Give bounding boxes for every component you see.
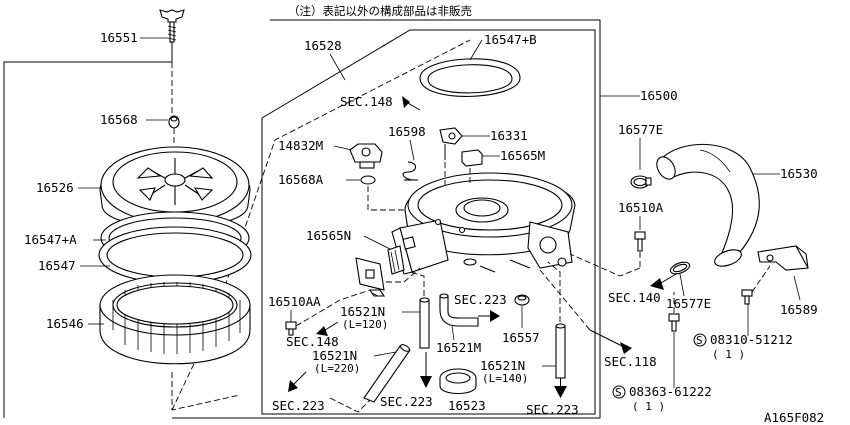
gasket-16547b: [419, 58, 521, 97]
washer-16568a: [360, 175, 376, 185]
bolt1-mark-icon: [693, 333, 707, 347]
label-16565n: 16565N: [306, 228, 351, 243]
hose-clamp-16577e-bot: [669, 261, 691, 275]
label-16526: 16526: [36, 180, 74, 195]
label-16568: 16568: [100, 112, 138, 127]
hose-16521n-140: [554, 323, 567, 398]
label-16557: 16557: [502, 330, 540, 345]
valve-16331: [439, 127, 463, 160]
label-16521n-140: 16521N: [480, 358, 525, 373]
sec-140: SEC.140: [608, 290, 661, 305]
label-16568a: 16568A: [278, 172, 324, 187]
label-16530: 16530: [780, 166, 818, 181]
diagram-frames: [3, 19, 601, 419]
bolt2-part-number: 08363-61222: [629, 384, 712, 399]
bolt2-qty: ( 1 ): [632, 400, 665, 413]
sec-223-left: SEC.223: [272, 398, 325, 413]
bracket-16589: [757, 245, 809, 271]
label-16528: 16528: [304, 38, 342, 53]
label-16523: 16523: [448, 398, 486, 413]
intake-hose-16530: [656, 143, 760, 267]
sec-148-bottom: SEC.148: [286, 334, 339, 349]
hose-clamp-16577e-top: [630, 175, 652, 189]
sec-118: SEC.118: [604, 354, 657, 369]
label-16331: 16331: [490, 128, 528, 143]
bracket-left: [355, 257, 386, 297]
sec-223-right: SEC.223: [526, 402, 579, 417]
length-16521n-220: (L=220): [314, 362, 360, 375]
label-16577e-bot: 16577E: [666, 296, 711, 311]
sensor-14832m: [349, 143, 383, 169]
arrow-down-center: [420, 352, 432, 388]
bolt2-mark-icon: [612, 385, 626, 399]
bolt1-part-number: 08310-51212: [710, 332, 793, 347]
wing-bolt-16551: [159, 9, 185, 115]
bolt1-qty: ( 1 ): [712, 348, 745, 361]
sec-223-center: SEC.223: [380, 394, 433, 409]
label-16500: 16500: [640, 88, 678, 103]
hose-16521n-120: [419, 297, 430, 349]
hose-16521n-220: [363, 344, 411, 403]
label-16510a: 16510A: [618, 200, 664, 215]
label-16565m: 16565M: [500, 148, 545, 163]
length-16521n-120: (L=120): [342, 318, 388, 331]
label-16546: 16546: [46, 316, 84, 331]
label-16547: 16547: [38, 258, 76, 273]
air-cleaner-cover-16526: [99, 146, 251, 228]
label-16521n-120: 16521N: [340, 304, 385, 319]
bolt1-mark: S: [696, 334, 703, 347]
spring-clip-16598: [402, 161, 418, 181]
seal-ring-16523: [439, 368, 477, 395]
label-16521n-220: 16521N: [312, 348, 357, 363]
sec-148-top: SEC.148: [340, 94, 393, 109]
label-16547a: 16547+A: [24, 232, 77, 247]
sec-223-mid: SEC.223: [454, 292, 507, 307]
air-cleaner-body-16500: [391, 172, 576, 275]
filter-element-16546: [99, 274, 251, 365]
label-14832m: 14832M: [278, 138, 323, 153]
filter-pad-16565n: [387, 245, 405, 275]
grommet-16568: [168, 115, 180, 145]
diagram-code: A165F082: [764, 410, 824, 425]
block-16565m: [461, 149, 483, 167]
bolt-08310-51212: [741, 265, 771, 305]
length-16521n-140: (L=140): [482, 372, 528, 385]
header-note: （注）表記以外の構成部品は非販売: [288, 4, 472, 18]
label-16577e-top: 16577E: [618, 122, 663, 137]
label-16589: 16589: [780, 302, 818, 317]
bolt-08363-61222: [668, 292, 680, 332]
label-16551: 16551: [100, 30, 138, 45]
label-16521m: 16521M: [436, 340, 481, 355]
hose-16521m: [439, 293, 479, 327]
bolt-16510a: [634, 231, 646, 268]
grommet-16557: [514, 294, 530, 306]
label-16598: 16598: [388, 124, 426, 139]
label-16510aa: 16510AA: [268, 294, 321, 309]
bolt2-mark: S: [615, 386, 622, 399]
label-16547b: 16547+B: [484, 32, 537, 47]
